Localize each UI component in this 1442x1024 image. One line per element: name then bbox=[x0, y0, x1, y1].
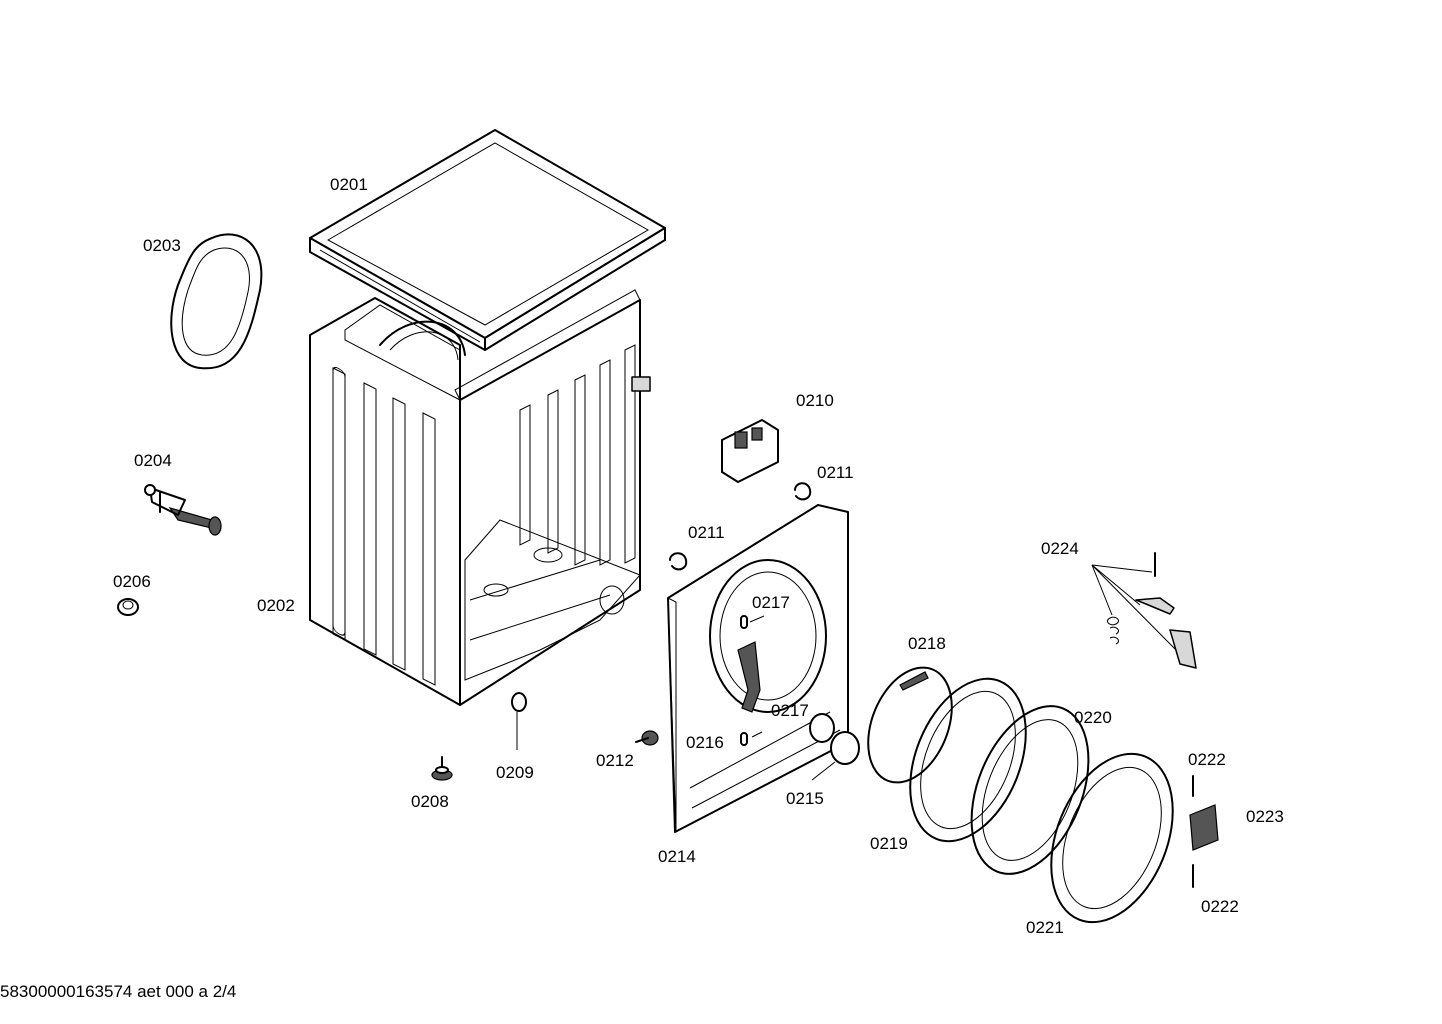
label-0218: 0218 bbox=[908, 634, 946, 653]
part-outer-door-ring bbox=[1050, 752, 1174, 924]
part-cabinet-housing bbox=[309, 289, 651, 706]
label-0217-lower: 0217 bbox=[771, 701, 809, 720]
label-0222-lower: 0222 bbox=[1201, 897, 1239, 916]
label-0224: 0224 bbox=[1041, 539, 1079, 558]
label-0217-upper: 0217 bbox=[752, 593, 790, 612]
label-0220: 0220 bbox=[1074, 708, 1112, 727]
part-gasket-seal bbox=[170, 233, 263, 370]
document-code: 58300000163574 aet 000 a 2/4 bbox=[0, 982, 236, 1001]
label-0216: 0216 bbox=[686, 733, 724, 752]
part-spacer-lower bbox=[740, 731, 763, 746]
part-adjustable-foot bbox=[431, 756, 453, 781]
part-door-glass bbox=[867, 666, 953, 784]
label-0223: 0223 bbox=[1246, 807, 1284, 826]
part-inner-door-ring bbox=[909, 677, 1027, 843]
label-0210: 0210 bbox=[796, 391, 834, 410]
part-plug bbox=[511, 692, 527, 750]
part-door-bowl bbox=[970, 705, 1090, 875]
label-0204: 0204 bbox=[134, 451, 172, 470]
label-0209: 0209 bbox=[496, 763, 534, 782]
label-0221: 0221 bbox=[1026, 918, 1064, 937]
label-0202: 0202 bbox=[257, 596, 295, 615]
label-0211-lower: 0211 bbox=[688, 523, 725, 542]
part-hinge-cover bbox=[1189, 804, 1219, 851]
label-0211-upper: 0211 bbox=[817, 463, 854, 482]
part-latch-kit bbox=[1091, 552, 1197, 669]
label-0222-upper: 0222 bbox=[1188, 750, 1226, 769]
part-valve bbox=[635, 730, 659, 746]
part-clip-upper bbox=[794, 482, 812, 501]
label-0215: 0215 bbox=[786, 789, 824, 808]
label-0214: 0214 bbox=[658, 847, 696, 866]
part-foot-cap bbox=[117, 598, 139, 616]
part-top-cover bbox=[309, 129, 666, 351]
label-0208: 0208 bbox=[411, 792, 449, 811]
part-spacer-upper bbox=[740, 615, 765, 629]
part-hinge-spring bbox=[144, 484, 222, 536]
label-0219: 0219 bbox=[870, 834, 908, 853]
label-0212: 0212 bbox=[596, 751, 634, 770]
label-0201: 0201 bbox=[330, 175, 368, 194]
part-knob-cover bbox=[809, 713, 860, 781]
part-handle bbox=[737, 641, 761, 713]
label-0203: 0203 bbox=[143, 236, 181, 255]
label-0206: 0206 bbox=[113, 572, 151, 591]
part-door-lock bbox=[721, 419, 779, 483]
part-clip-lower bbox=[669, 552, 688, 571]
